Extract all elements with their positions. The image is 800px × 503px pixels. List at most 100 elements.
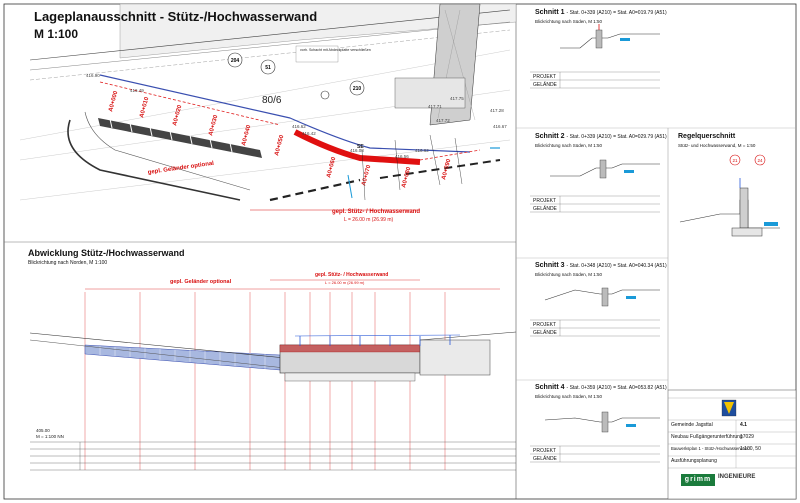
svg-text:417.71: 417.71 (428, 104, 442, 109)
wall-label: gepl. Stütz- / Hochwasserwand (332, 209, 420, 215)
regular-section-drawing: 21 24 (679, 154, 780, 237)
svg-text:417.75: 417.75 (450, 96, 464, 101)
parcel-210: 210 (349, 80, 365, 96)
section-4-name: Schnitt 4 (535, 384, 565, 391)
se-label: SE (357, 144, 364, 150)
section-2-subtitle: Blickrichtung nach Süden, M 1:50 (535, 143, 603, 148)
hatch (444, 9, 476, 121)
hatched-stripe (98, 118, 262, 158)
svg-text:416.90: 416.90 (86, 73, 100, 78)
plan-scale: M 1:100 (34, 27, 79, 41)
planned-wall (293, 129, 421, 165)
svg-text:A0+020: A0+020 (172, 104, 183, 127)
firm-logo: grimm (681, 474, 715, 486)
section-markers (361, 134, 463, 201)
terrain-line (419, 331, 517, 341)
section-2-title: Schnitt 2 - Stat. 0+339 (A210) = Stat. A… (535, 133, 667, 140)
terrain-line (29, 332, 286, 359)
elev-wall-label: gepl. Stütz- / Hochwasserwand (315, 272, 388, 278)
svg-text:24: 24 (757, 158, 763, 163)
wall-cap (279, 344, 421, 353)
section-1-station: - Stat. 0+339 (A210) = Stat. A0=019.79 (… (566, 10, 667, 16)
planned-railing (99, 74, 471, 153)
svg-text:A0+010: A0+010 (139, 96, 150, 119)
tb-phase: Ausführungsplanung (671, 458, 717, 464)
section-3-title: Schnitt 3 - Stat. 0+348 (A210) = Stat. A… (535, 262, 667, 269)
railing-top (294, 334, 461, 337)
elevation-band-table (30, 441, 516, 471)
s1-row-project: PROJEKT (533, 74, 557, 80)
terrain-line (29, 339, 286, 369)
ramp-area (394, 77, 466, 109)
path-edge (67, 119, 241, 201)
svg-text:A0+040: A0+040 (241, 124, 252, 147)
svg-text:A0+050: A0+050 (274, 134, 285, 157)
existing-ground (84, 344, 281, 371)
s2-row-terrain: GELÄNDE (533, 206, 557, 212)
railing-posts (299, 335, 451, 346)
plan-elevations: 416.90 416.49 416.62 416.42 416.08 416.5… (86, 73, 507, 159)
svg-text:A0+080: A0+080 (401, 166, 412, 189)
section-1-title: Schnitt 1 - Stat. 0+339 (A210) = Stat. A… (535, 9, 667, 16)
flow-marker (347, 174, 353, 199)
section-3-name: Schnitt 3 (535, 262, 565, 269)
svg-text:416.62: 416.62 (415, 148, 429, 153)
svg-text:A0+090: A0+090 (441, 158, 452, 181)
s2-row-project: PROJEKT (533, 198, 557, 204)
section-4-drawing (530, 411, 660, 463)
tb-scale: 1:100, 50 (740, 446, 761, 452)
section-2-station: - Stat. 0+339 (A210) = Stat. A0=029.79 (… (566, 134, 667, 140)
road-edge-dashed (269, 178, 361, 202)
path-edge (84, 111, 251, 191)
regular-section-title: Regelquerschnitt (678, 133, 736, 140)
svg-text:51: 51 (265, 65, 271, 71)
svg-text:416.56: 416.56 (395, 154, 409, 159)
elevation-subtitle: Blickrichtung nach Norden, M 1:100 (28, 260, 108, 266)
wall-length-label: L = 26.00 m (26.99 m) (344, 217, 393, 223)
underpass-portal (419, 339, 491, 376)
elevation-title: Abwicklung Stütz-/Hochwasserwand (28, 248, 185, 258)
elev-wall-length: L = 26.00 m (26.99 m) (325, 280, 365, 285)
section-1-drawing (530, 24, 660, 89)
svg-text:A0+070: A0+070 (361, 164, 372, 187)
svg-text:416.08: 416.08 (350, 148, 364, 153)
section-1-subtitle: Blickrichtung nach Süden, M 1:50 (535, 19, 603, 24)
section-2-name: Schnitt 2 (535, 133, 565, 140)
plan-title: Lageplanausschnitt - Stütz-/Hochwasserwa… (34, 9, 318, 24)
site-plan: A0+000 A0+010 A0+020 A0+030 A0+040 A0+05… (19, 3, 517, 223)
s3-row-project: PROJEKT (533, 322, 557, 328)
wall-foundation (284, 372, 416, 382)
section-4-title: Schnitt 4 - Stat. 0+359 (A210) = Stat. A… (535, 384, 667, 391)
tb-project: Neubau Fußgängerunterführung (671, 434, 743, 440)
s3-row-terrain: GELÄNDE (533, 330, 557, 336)
elev-scale-note: M = 1:100 NN (36, 434, 64, 439)
svg-text:416.42: 416.42 (302, 131, 316, 136)
section-3-station: - Stat. 0+348 (A210) = Stat. A0=040.34 (… (566, 263, 667, 269)
elev-railing-label: gepl. Geländer optional (170, 279, 232, 285)
wall-extension (419, 149, 481, 161)
manhole-symbol (320, 90, 330, 100)
elev-reference: 405.00 (36, 428, 50, 433)
parcel-51: 51 (260, 59, 276, 75)
regular-section-subtitle: Stütz- und Hochwasserwand, M = 1:50 (678, 143, 756, 148)
s1-row-terrain: GELÄNDE (533, 82, 557, 88)
svg-text:416.62: 416.62 (292, 124, 306, 129)
firm-suffix: INGENIEURE (718, 474, 756, 480)
svg-text:A0+060: A0+060 (326, 156, 337, 179)
svg-text:204: 204 (231, 58, 240, 64)
note-box (295, 45, 339, 63)
tb-project-no: 17029 (740, 434, 754, 440)
s4-row-terrain: GELÄNDE (533, 456, 557, 462)
road-line (29, 21, 511, 71)
section-3-subtitle: Blickrichtung nach Süden, M 1:50 (535, 272, 603, 277)
railing-dashed (99, 81, 281, 126)
parcel-204: 204 (227, 52, 243, 68)
railing-label: gepl. Geländer optional (147, 161, 214, 176)
station-labels: A0+000 A0+010 A0+020 A0+030 A0+040 A0+05… (108, 90, 452, 189)
tb-client: Gemeinde Jagsttal (671, 422, 713, 428)
section-1-name: Schnitt 1 (535, 9, 565, 16)
elevation-view: gepl. Geländer optional gepl. Stütz- / H… (29, 272, 517, 471)
section-4-subtitle: Blickrichtung nach Süden, M 1:50 (535, 394, 603, 399)
